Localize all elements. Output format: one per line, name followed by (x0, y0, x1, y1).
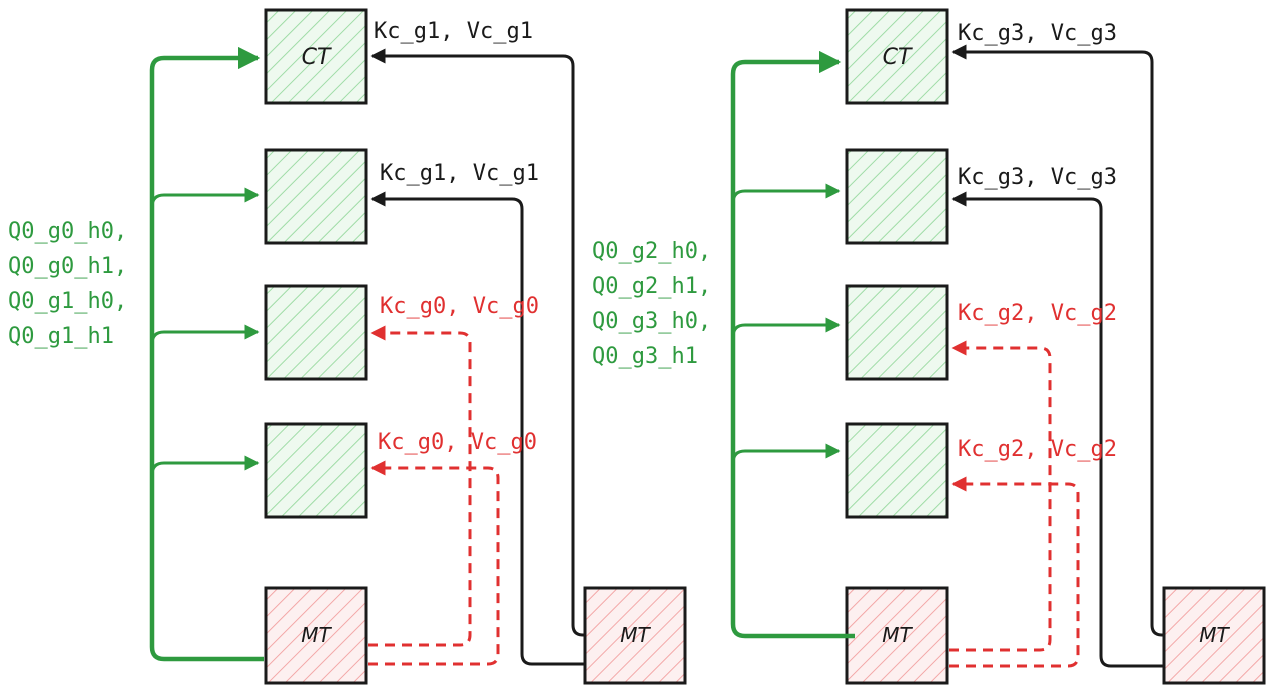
right-kv-red-label-1: Kc_g2, Vc_g2 (958, 301, 1117, 326)
right-ct-label: CT (883, 45, 913, 70)
right-q-branch-2 (731, 183, 841, 204)
right-kv-red-label-2: Kc_g2, Vc_g2 (958, 437, 1117, 462)
left-ct-label: CT (302, 45, 332, 70)
right-mt-main-label: MT (882, 623, 913, 647)
left-ct-box-1 (264, 8, 368, 105)
right-q-trunk (730, 50, 855, 639)
right-q-label-3: Q0_g3_h0, (592, 309, 711, 334)
left-q-branch-4 (150, 455, 260, 476)
right-kv-red-path-1 (949, 340, 1052, 652)
left-kv-black-path-1 (370, 48, 585, 637)
left-kv-red-path-1 (368, 325, 472, 647)
left-kv-black-label-2: Kc_g1, Vc_g1 (380, 161, 539, 186)
right-q-branch-4 (731, 443, 841, 464)
left-ct-box-4 (264, 422, 368, 519)
left-q-label-2: Q0_g0_h1, (8, 254, 127, 279)
right-kv-black-label-1: Kc_g3, Vc_g3 (958, 21, 1117, 46)
left-q-branch-2 (150, 187, 260, 208)
right-kv-red-path-2 (949, 476, 1080, 668)
left-ct-box-3 (264, 284, 368, 381)
right-mt-side-label: MT (1199, 623, 1230, 647)
left-mt-box-side (583, 586, 687, 685)
right-ct-box-1 (845, 8, 949, 105)
left-q-branch-3 (150, 324, 260, 345)
right-kv-black-label-2: Kc_g3, Vc_g3 (958, 165, 1117, 190)
left-q-label-1: Q0_g0_h0, (8, 219, 127, 244)
right-ct-box-2 (845, 148, 949, 245)
left-mt-side-label: MT (620, 623, 651, 647)
right-q-label-2: Q0_g2_h1, (592, 274, 711, 299)
left-mt-main-label: MT (301, 623, 332, 647)
left-kv-red-path-2 (368, 460, 500, 666)
right-ct-box-4 (845, 422, 949, 519)
left-kv-black-path-2 (370, 191, 585, 666)
right-kv-black-path-2 (951, 191, 1164, 668)
right-q-label-1: Q0_g2_h0, (592, 239, 711, 264)
left-ct-box-2 (264, 148, 368, 245)
left-q-label-3: Q0_g1_h0, (8, 289, 127, 314)
left-q-label-4: Q0_g1_h1 (8, 324, 114, 349)
left-kv-black-label-1: Kc_g1, Vc_g1 (374, 19, 533, 44)
left-group: CT MT MT Kc_g1, Vc_g1 Kc_g1, Vc_g1 Kc_g0… (8, 8, 687, 685)
left-q-trunk (149, 46, 264, 662)
right-ct-box-3 (845, 284, 949, 381)
right-q-label-4: Q0_g3_h1 (592, 344, 698, 369)
left-kv-red-label-2: Kc_g0, Vc_g0 (378, 430, 537, 455)
left-kv-red-label-1: Kc_g0, Vc_g0 (380, 294, 539, 319)
right-q-branch-3 (731, 317, 841, 338)
left-mt-box-main (264, 586, 368, 685)
right-group: CT MT MT Kc_g3, Vc_g3 Kc_g3, Vc_g3 Kc_g2… (592, 8, 1266, 685)
right-kv-black-path-1 (951, 44, 1164, 637)
right-mt-box-side (1162, 586, 1266, 685)
